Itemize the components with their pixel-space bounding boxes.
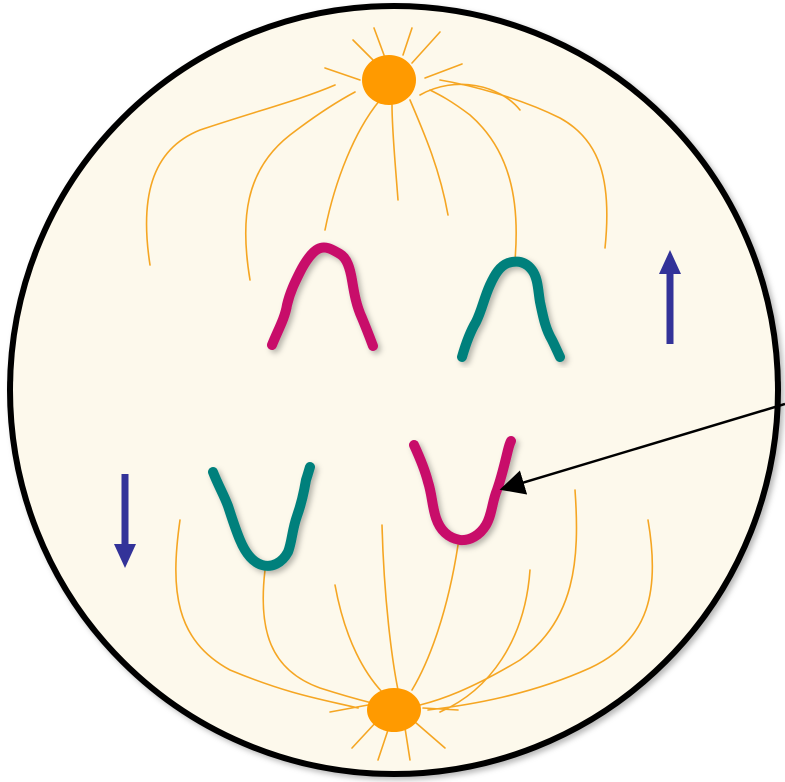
cell-membrane bbox=[10, 6, 778, 774]
centrosome-bottom bbox=[367, 688, 421, 732]
centrosome-top bbox=[362, 55, 416, 105]
